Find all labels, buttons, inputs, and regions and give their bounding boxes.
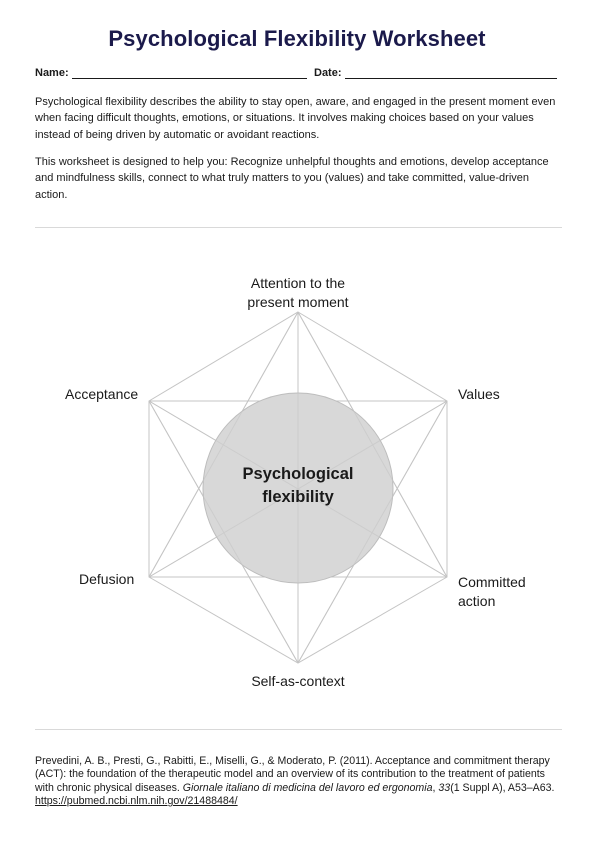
reference-authors: Prevedini, A. B., Presti, G., Rabitti, E… (35, 755, 550, 794)
intro-paragraph-2: This worksheet is designed to help you: … (35, 156, 549, 201)
reference-citation: Prevedini, A. B., Presti, G., Rabitti, E… (35, 755, 560, 809)
reference-separator: , (432, 781, 439, 794)
date-label: Date: (314, 67, 342, 79)
date-field[interactable] (345, 78, 557, 79)
label-defusion: Defusion (79, 571, 134, 587)
name-field[interactable] (72, 78, 307, 79)
label-self-as-context: Self-as-context (251, 673, 344, 689)
label-attention-line1: Attention to the (251, 275, 345, 291)
worksheet-title: Psychological Flexibility Worksheet (108, 26, 486, 51)
reference-issue-pages: (1 Suppl A), A53–A63. (450, 781, 555, 794)
label-acceptance: Acceptance (65, 386, 138, 402)
reference-journal: Giornale italiano di medicina del lavoro… (182, 781, 433, 794)
intro-paragraph-1: Psychological flexibility describes the … (35, 96, 556, 141)
label-committed-action-line2: action (458, 593, 495, 609)
reference-link[interactable]: https://pubmed.ncbi.nlm.nih.gov/21488484… (35, 795, 238, 808)
divider-bottom (35, 729, 562, 730)
name-label: Name: (35, 67, 69, 79)
center-label-line2: flexibility (262, 488, 334, 506)
label-attention-line2: present moment (247, 294, 348, 310)
hexaflex-diagram: Psychological flexibility Attention to t… (65, 275, 526, 689)
label-committed-action-line1: Committed (458, 574, 526, 590)
label-values: Values (458, 386, 500, 402)
reference-volume: 33 (438, 781, 451, 794)
divider-top (35, 227, 562, 228)
center-label-line1: Psychological (243, 465, 354, 483)
